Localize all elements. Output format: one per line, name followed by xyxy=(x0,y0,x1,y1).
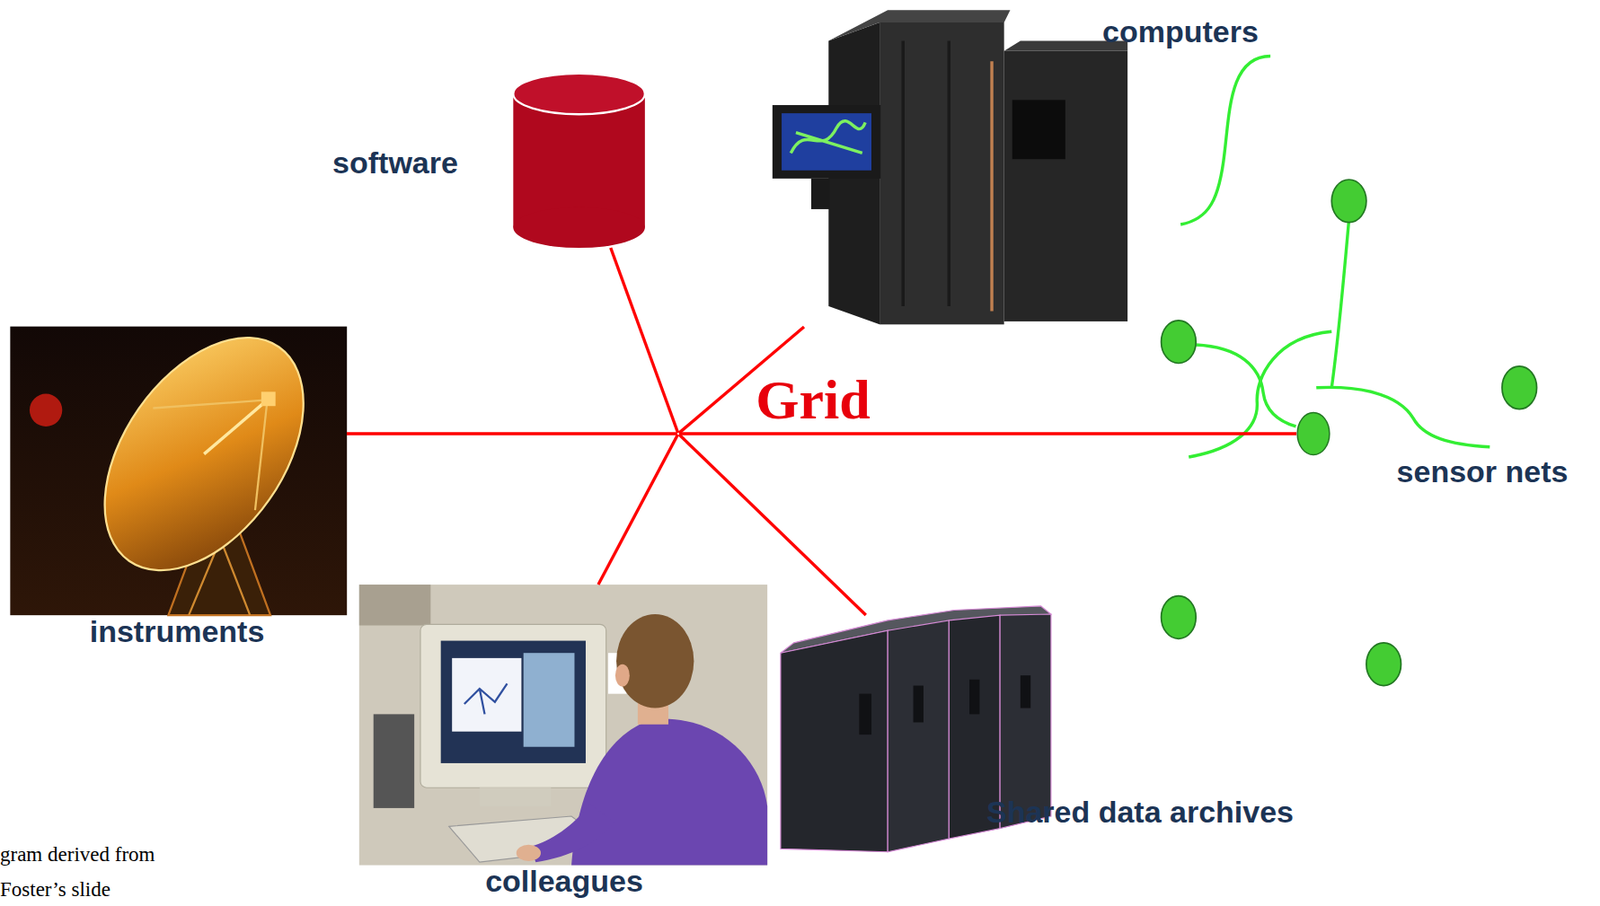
feed-strut xyxy=(255,399,268,511)
cabinet-seam xyxy=(947,40,951,306)
cabinet-panel xyxy=(1012,99,1066,160)
cabinet xyxy=(780,630,888,853)
grid-link xyxy=(679,432,1297,435)
dish-reflector xyxy=(63,301,345,608)
sensor-dot xyxy=(1366,643,1402,687)
source-note: gram derived from Foster’s slide xyxy=(0,837,194,906)
cabinet-vent xyxy=(858,694,872,735)
cabinet-top xyxy=(828,9,1010,41)
database-cylinder xyxy=(512,73,646,248)
node-label: Shared data archives xyxy=(986,795,1294,830)
supercomputer xyxy=(772,9,1128,325)
sensor-wire xyxy=(1195,344,1296,427)
node-label: computers xyxy=(1102,15,1259,49)
feed-horn xyxy=(261,391,276,407)
person-ear xyxy=(615,664,630,688)
colleague-photo xyxy=(359,584,768,866)
cabinet-front xyxy=(879,22,1005,325)
grid-link xyxy=(598,434,679,585)
sensor-dot xyxy=(1297,413,1330,456)
sensor-node: sensor nets xyxy=(1296,411,1331,457)
sensor-wire xyxy=(1331,219,1349,388)
copper-stripe xyxy=(990,61,993,311)
radio-dish-photo xyxy=(9,301,347,617)
instruments-node: instruments xyxy=(9,327,347,616)
sensor-dot xyxy=(1502,366,1538,410)
screen xyxy=(781,113,872,171)
computers-node: computers xyxy=(772,8,1128,328)
cabinet-vent xyxy=(1020,675,1031,708)
person-arm xyxy=(530,804,615,863)
sensor-dot xyxy=(1161,320,1197,364)
sensor-dot xyxy=(1296,411,1331,457)
monitor-base xyxy=(479,787,552,806)
software-node: software xyxy=(512,73,646,248)
colleagues-node: colleagues xyxy=(359,584,768,866)
screen-window xyxy=(451,658,522,733)
cabinet-vent xyxy=(913,686,924,724)
person-body xyxy=(571,719,768,867)
cabinet-seam xyxy=(901,40,905,306)
monitor-stand xyxy=(811,178,830,210)
grid-hub: Grid xyxy=(677,433,680,435)
monitor xyxy=(420,624,607,788)
sensor-wire xyxy=(1188,331,1332,458)
feed-strut xyxy=(152,399,267,408)
cylinder-top xyxy=(512,73,646,115)
cylinder-bottom xyxy=(512,207,646,248)
archives-node: Shared data archives xyxy=(777,615,1052,853)
node-label: Grid xyxy=(755,371,870,428)
sensor-wire xyxy=(1316,387,1490,447)
cabinet xyxy=(887,620,949,853)
sensor-wires xyxy=(1180,55,1490,458)
cabinet-vent xyxy=(969,680,980,716)
desk-device xyxy=(373,714,415,809)
sensor-wire xyxy=(1180,55,1271,224)
monitor xyxy=(772,105,881,179)
node-label: software xyxy=(332,146,459,180)
person-hand xyxy=(516,845,541,862)
node-label: sensor nets xyxy=(1396,455,1569,489)
shelf xyxy=(359,584,432,626)
grid-link xyxy=(610,247,679,434)
screen-panel xyxy=(523,653,575,748)
screen xyxy=(441,641,586,764)
protein-image xyxy=(790,121,866,154)
feed-arm xyxy=(203,399,267,454)
moon xyxy=(29,394,62,427)
grid-link xyxy=(679,434,867,616)
node-label: colleagues xyxy=(485,865,644,899)
cabinet-right xyxy=(1004,51,1128,322)
person-head xyxy=(616,614,694,709)
sensor-dot xyxy=(1161,596,1197,640)
molecule xyxy=(464,683,508,715)
node-label: instruments xyxy=(89,615,266,649)
sensor-dot xyxy=(1331,179,1367,223)
photo-ground xyxy=(359,584,768,866)
grid-link xyxy=(346,432,678,435)
